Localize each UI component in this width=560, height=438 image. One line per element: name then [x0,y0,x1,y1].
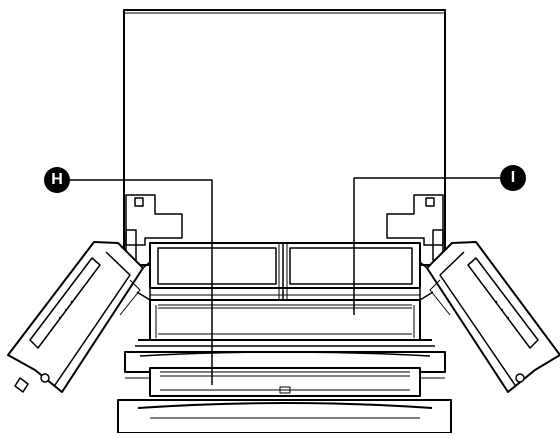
right-hinge-bracket [386,194,444,261]
callout-leader-lines [70,177,500,385]
upper-bins [149,242,421,300]
crisper-drawer [135,299,435,347]
callout-i-badge: I [500,165,526,191]
left-open-door [7,241,151,393]
callout-h-badge: H [44,167,70,193]
leader-line-h [70,179,213,385]
freezer-drawer-front [117,399,452,434]
leader-line-i [353,177,500,315]
right-open-door [419,241,560,393]
freezer-drawer-bin [149,367,421,397]
